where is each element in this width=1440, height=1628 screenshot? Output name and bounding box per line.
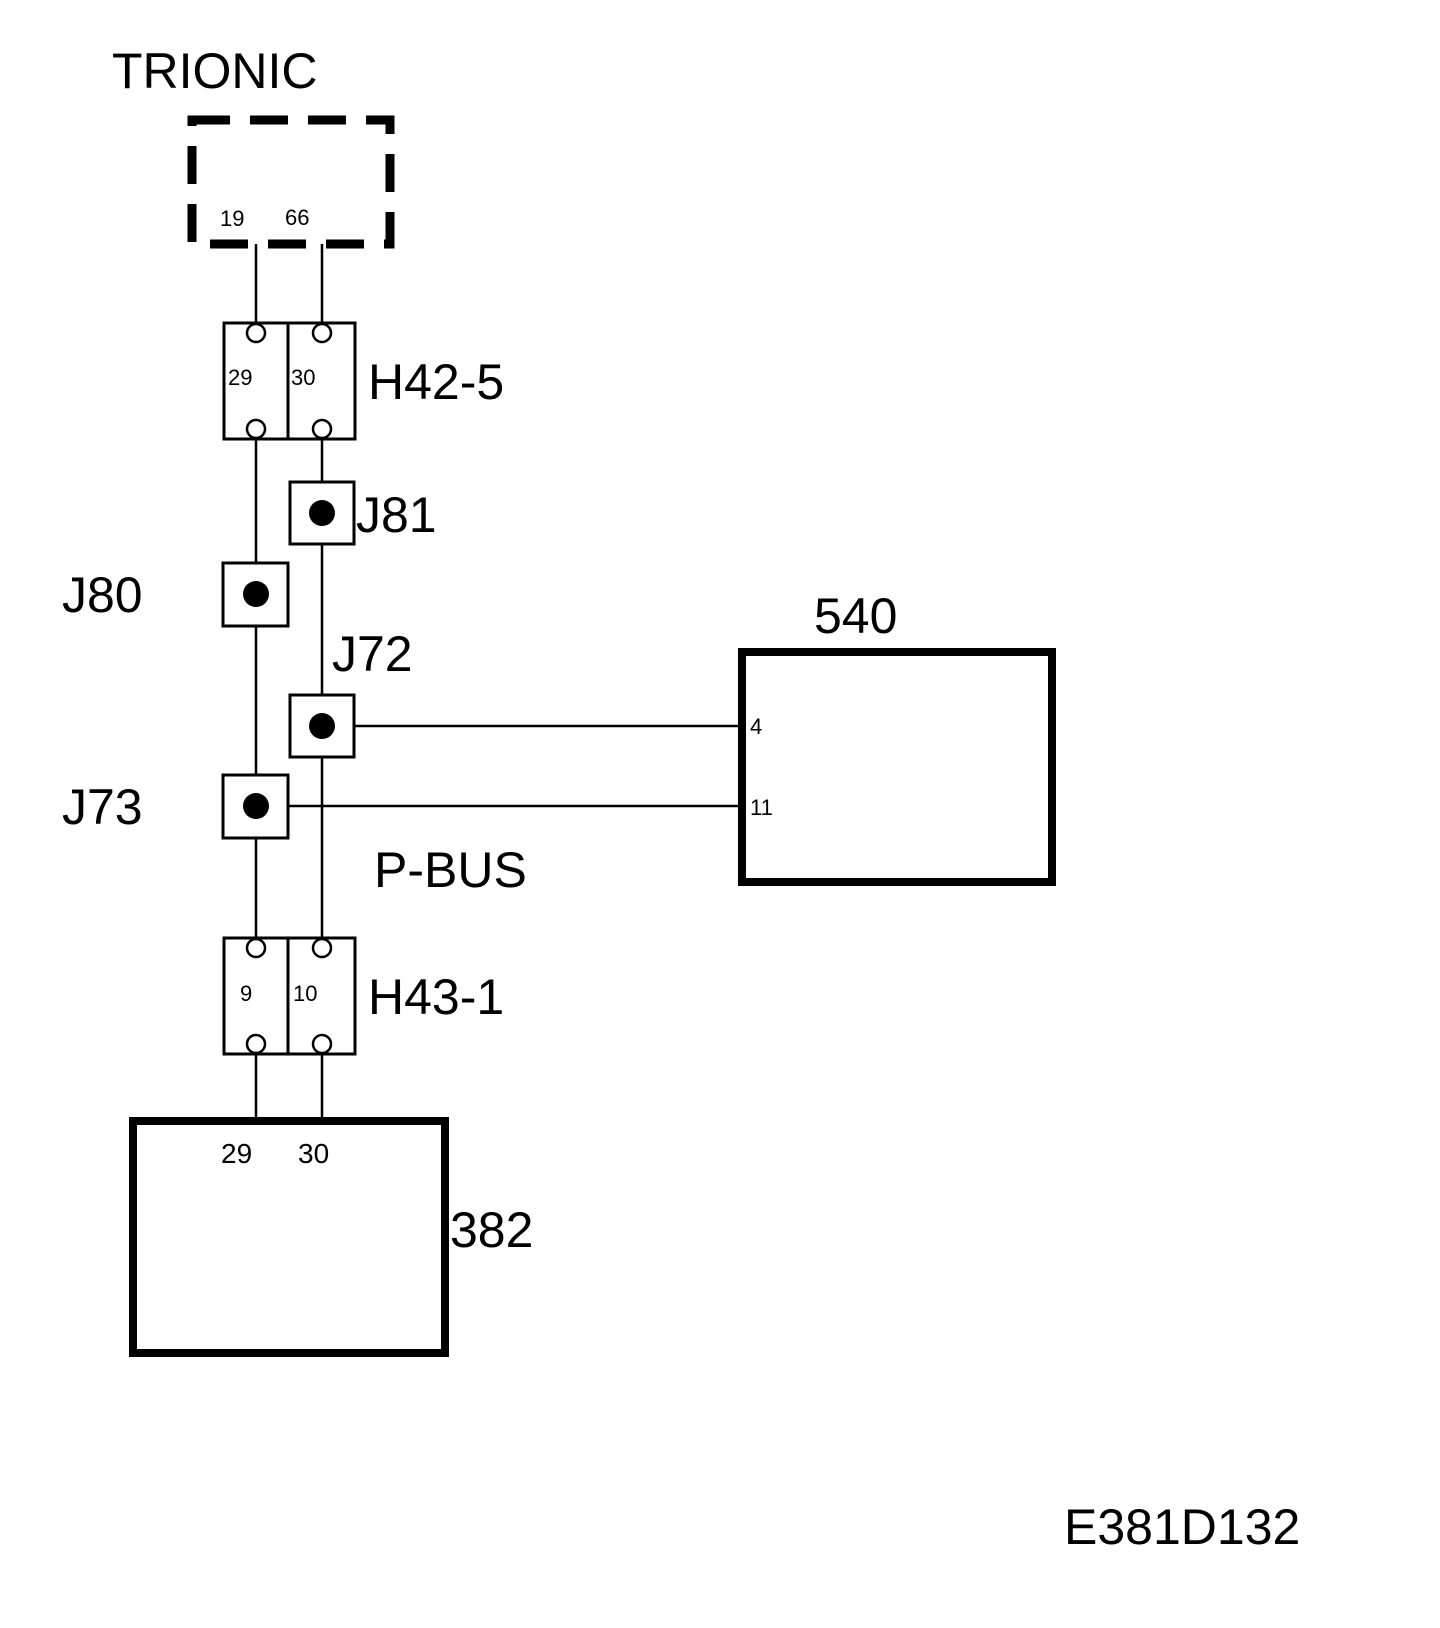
splice-j72: J72 xyxy=(288,626,413,759)
h42-pin-29: 29 xyxy=(228,365,252,390)
j72-node xyxy=(309,713,335,739)
module-540: 540 4 11 xyxy=(738,588,1056,886)
h43-pin-9: 9 xyxy=(240,981,252,1006)
terminal xyxy=(245,937,267,959)
terminal xyxy=(245,418,267,440)
trionic-label: TRIONIC xyxy=(112,43,318,99)
terminal xyxy=(311,418,333,440)
module-382-pin-29: 29 xyxy=(221,1138,252,1169)
module-540-label: 540 xyxy=(814,588,897,644)
terminal xyxy=(311,937,333,959)
j73-label: J73 xyxy=(62,779,143,835)
module-382-pin-30: 30 xyxy=(298,1138,329,1169)
trionic-pin-66: 66 xyxy=(285,205,309,230)
trionic-unit: TRIONIC 19 66 xyxy=(112,43,395,249)
module-540-pin-4: 4 xyxy=(750,714,762,739)
terminal xyxy=(311,322,333,344)
terminal xyxy=(245,322,267,344)
module-382-label: 382 xyxy=(450,1202,533,1258)
splice-j81: J81 xyxy=(288,480,437,546)
splice-j73: J73 xyxy=(62,773,290,840)
trionic-box xyxy=(187,115,395,249)
terminal xyxy=(311,1033,333,1055)
j72-label: J72 xyxy=(332,626,413,682)
h43-label: H43-1 xyxy=(368,969,504,1025)
module-382: 29 30 382 xyxy=(129,1117,533,1357)
j81-label: J81 xyxy=(356,487,437,543)
j80-label: J80 xyxy=(62,567,143,623)
h42-label: H42-5 xyxy=(368,354,504,410)
j81-node xyxy=(309,500,335,526)
connector-h43-1: 9 10 H43-1 xyxy=(222,936,504,1056)
trionic-pin-19: 19 xyxy=(220,206,244,231)
p-bus-label: P-BUS xyxy=(374,842,527,898)
j73-node xyxy=(243,793,269,819)
j81-box xyxy=(288,480,356,546)
j72-box xyxy=(288,693,356,759)
module-540-pin-11: 11 xyxy=(750,795,773,820)
splice-j80: J80 xyxy=(62,561,290,628)
j80-node xyxy=(243,581,269,607)
terminal xyxy=(245,1033,267,1055)
module-540-box xyxy=(738,648,1056,886)
module-382-box xyxy=(129,1117,449,1357)
h43-pin-10: 10 xyxy=(293,981,317,1006)
figure-code: E381D132 xyxy=(1064,1499,1300,1555)
h42-pin-30: 30 xyxy=(291,365,315,390)
connector-h42-5: 29 30 H42-5 xyxy=(222,321,504,441)
